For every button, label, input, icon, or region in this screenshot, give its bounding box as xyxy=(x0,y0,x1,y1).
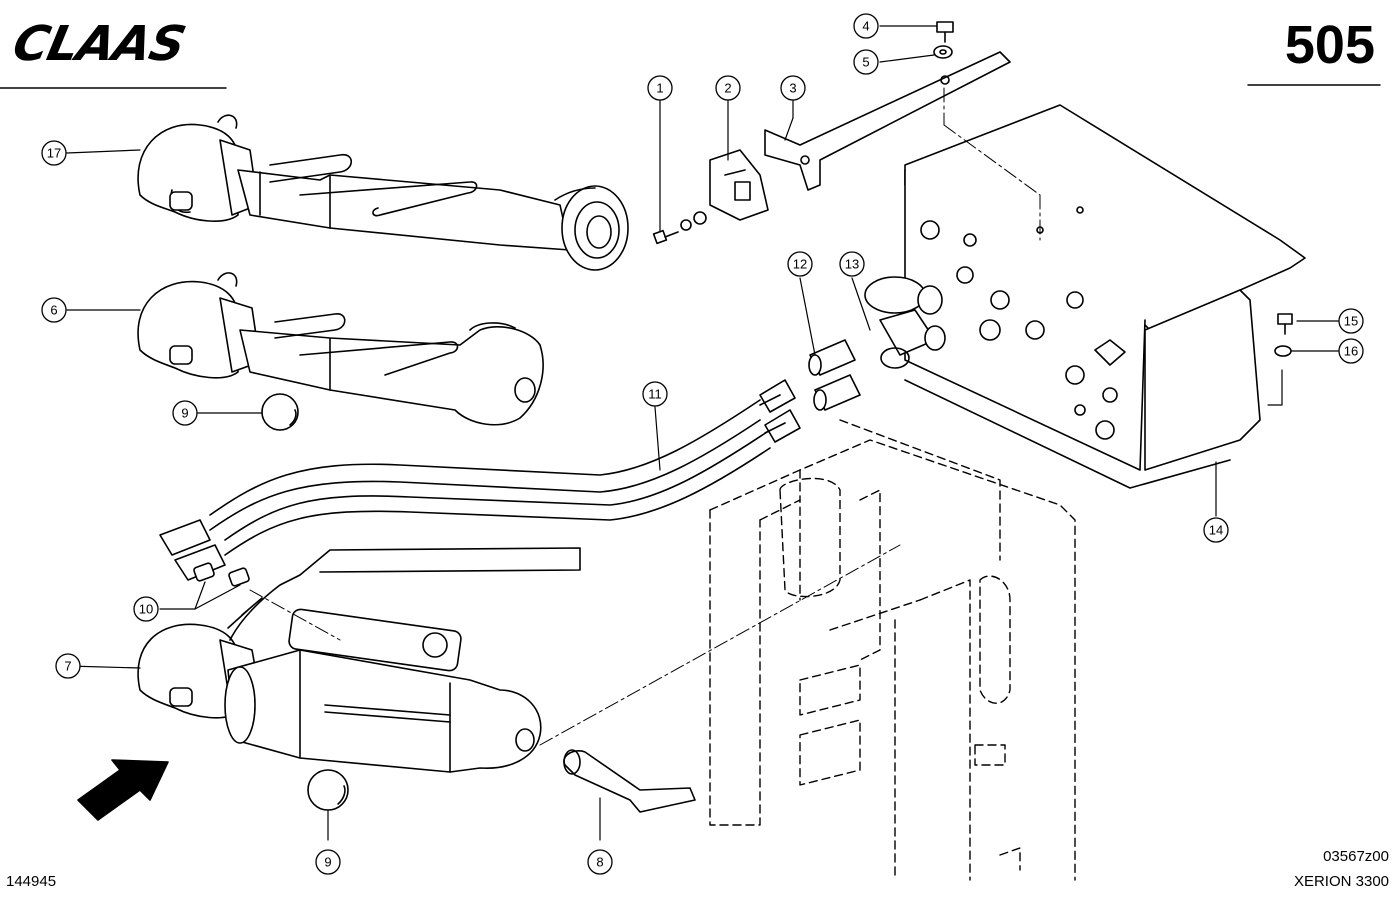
callout-c13: 13 xyxy=(839,251,865,277)
callout-circle xyxy=(647,75,673,101)
callout-c16: 16 xyxy=(1338,338,1364,364)
callout-c12: 12 xyxy=(787,251,813,277)
callout-circle xyxy=(642,381,668,407)
pin-8 xyxy=(563,749,696,813)
ball-9-upper xyxy=(261,393,299,431)
callout-label: 4 xyxy=(862,19,869,34)
hydraulic-hose-11 xyxy=(159,379,801,581)
callout-c17: 17 xyxy=(41,140,67,166)
callout-label: 9 xyxy=(181,406,188,421)
callout-circle xyxy=(172,400,198,426)
callout-label: 16 xyxy=(1344,344,1358,359)
callout-circle xyxy=(133,596,159,622)
callout-c1: 1 xyxy=(647,75,673,101)
bracket-2 xyxy=(709,149,769,221)
quick-coupling-12 xyxy=(808,339,861,411)
callout-label: 10 xyxy=(139,602,153,617)
support-bracket-3 xyxy=(764,51,1011,191)
top-link-assembly-6 xyxy=(137,272,544,426)
callout-circle xyxy=(853,13,879,39)
callout-circle xyxy=(41,297,67,323)
callout-c5: 5 xyxy=(853,49,879,75)
callout-c14: 14 xyxy=(1203,517,1229,543)
control-valve-block-14 xyxy=(904,104,1306,489)
callout-label: 6 xyxy=(50,303,57,318)
drawing-code: 03567z00 xyxy=(1323,848,1389,865)
ball-9-lower xyxy=(307,769,349,811)
callout-circle xyxy=(839,251,865,277)
callout-c4: 4 xyxy=(853,13,879,39)
callout-label: 15 xyxy=(1344,314,1358,329)
callout-circle xyxy=(1203,517,1229,543)
callout-c9a: 9 xyxy=(172,400,198,426)
callout-circle xyxy=(715,75,741,101)
elbow-fitting-13 xyxy=(864,276,946,369)
callout-c9b: 9 xyxy=(315,849,341,875)
callout-circle xyxy=(315,849,341,875)
callout-label: 7 xyxy=(64,659,71,674)
callout-c7: 7 xyxy=(55,653,81,679)
callout-label: 13 xyxy=(845,257,859,272)
washer-5 xyxy=(933,45,953,59)
callout-label: 3 xyxy=(789,81,796,96)
callout-label: 9 xyxy=(324,855,331,870)
fittings-10 xyxy=(193,547,581,641)
callout-label: 14 xyxy=(1209,523,1223,538)
callout-label: 1 xyxy=(656,81,663,96)
hydraulic-top-link-7 xyxy=(137,608,542,773)
bolt-15 xyxy=(1277,313,1293,335)
callout-circle xyxy=(41,140,67,166)
callout-circle xyxy=(780,75,806,101)
callout-c11: 11 xyxy=(642,381,668,407)
callout-leaders xyxy=(66,25,1339,841)
callout-c2: 2 xyxy=(715,75,741,101)
callout-circle xyxy=(853,49,879,75)
callout-circle xyxy=(1338,338,1364,364)
callout-label: 11 xyxy=(648,387,662,402)
bolt-4 xyxy=(936,21,954,43)
header-rules xyxy=(0,84,1381,89)
washer-16 xyxy=(1274,345,1292,357)
callout-label: 8 xyxy=(596,855,603,870)
callout-circle xyxy=(55,653,81,679)
tractor-frame-outline xyxy=(709,419,1076,881)
assembly-guide-lines xyxy=(249,87,1041,746)
bolt-washer-nut-1 xyxy=(652,211,707,245)
callout-label: 2 xyxy=(724,81,731,96)
callout-c3: 3 xyxy=(780,75,806,101)
callout-c15: 15 xyxy=(1338,308,1364,334)
callout-label: 5 xyxy=(862,55,869,70)
callout-c10: 10 xyxy=(133,596,159,622)
model-name: XERION 3300 xyxy=(1293,873,1389,890)
sheet-number: 505 xyxy=(1284,15,1375,75)
callout-label: 12 xyxy=(793,257,807,272)
callout-circle xyxy=(787,251,813,277)
direction-arrow-icon xyxy=(77,759,169,821)
callout-circle xyxy=(587,849,613,875)
document-number: 144945 xyxy=(6,873,57,890)
callout-label: 17 xyxy=(47,146,61,161)
callout-circle xyxy=(1338,308,1364,334)
callout-c8: 8 xyxy=(587,849,613,875)
callout-c6: 6 xyxy=(41,297,67,323)
top-link-assembly-17 xyxy=(137,114,629,271)
